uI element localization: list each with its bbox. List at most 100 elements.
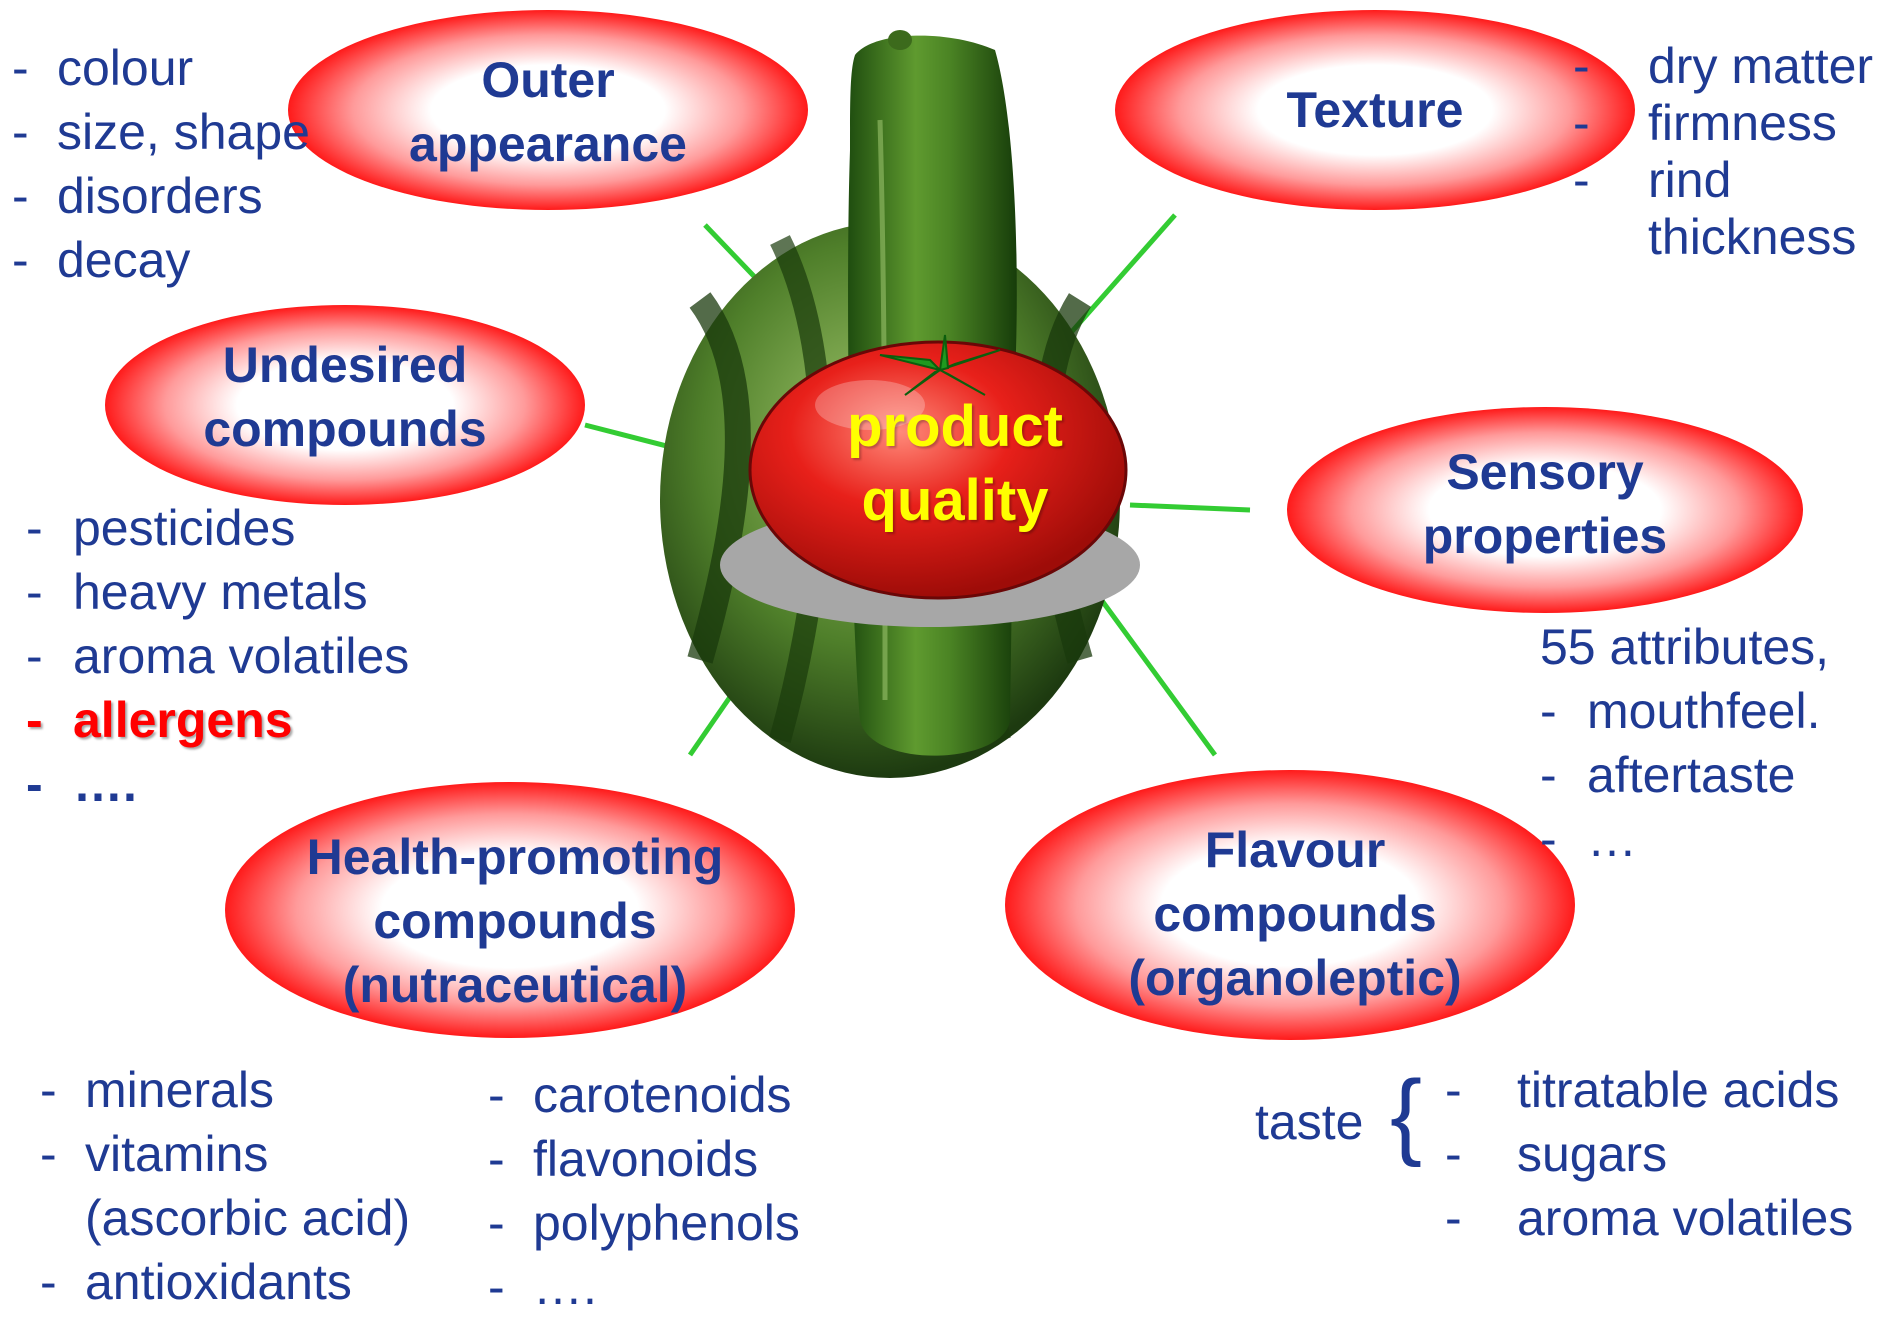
list-item: -polyphenols: [488, 1191, 800, 1255]
list-item-text: mouthfeel.: [1587, 679, 1820, 743]
texture-title: Texture: [1235, 78, 1515, 142]
list-item-text: disorders: [57, 164, 263, 228]
bullet-dash: -: [488, 1191, 533, 1255]
list-item-text: titratable acids: [1517, 1058, 1839, 1122]
undesired-compounds-list: -pesticides -heavy metals -aroma volatil…: [26, 496, 409, 816]
bullet-dash: -: [26, 560, 73, 624]
list-item-text: polyphenols: [533, 1191, 800, 1255]
bullet-spacer: [1573, 209, 1648, 266]
outer-title-line2: appearance: [388, 112, 708, 176]
bullet-dash: -: [1445, 1058, 1517, 1122]
center-label-line2: quality: [820, 464, 1090, 538]
sensory-title-line2: properties: [1395, 504, 1695, 568]
list-item: -rind: [1573, 152, 1873, 209]
bullet-dash: -: [12, 228, 57, 292]
list-item-text: decay: [57, 228, 190, 292]
list-item-text: allergens: [73, 688, 293, 752]
list-item: -dry matter: [1573, 38, 1873, 95]
connector-flavour: [1100, 598, 1215, 755]
undesired-compounds-title: Undesired compounds: [185, 333, 505, 461]
list-item: -colour: [12, 36, 310, 100]
list-item-text: vitamins: [85, 1122, 268, 1186]
list-item: -heavy metals: [26, 560, 409, 624]
bullet-dash: -: [26, 688, 73, 752]
bullet-dash: -: [12, 36, 57, 100]
health-promoting-list-right: -carotenoids -flavonoids -polyphenols -……: [488, 1063, 800, 1319]
health-title-line1: Health-promoting: [275, 825, 755, 889]
list-item-text: firmness: [1648, 95, 1837, 152]
list-item: -decay: [12, 228, 310, 292]
taste-label-text: taste: [1255, 1094, 1363, 1150]
list-item: -disorders: [12, 164, 310, 228]
flavour-title-line3: (organoleptic): [1100, 946, 1490, 1010]
list-item: -vitamins: [40, 1122, 410, 1186]
list-item-text: sugars: [1517, 1122, 1667, 1186]
bullet-dash: -: [1573, 38, 1648, 95]
brace-icon: {: [1390, 1061, 1422, 1168]
bullet-dash: -: [1445, 1122, 1517, 1186]
list-item-text: rind: [1648, 152, 1731, 209]
center-label-line1: product: [820, 390, 1090, 464]
flavour-title-line2: compounds: [1100, 882, 1490, 946]
list-item: -size, shape: [12, 100, 310, 164]
list-item-text: colour: [57, 36, 193, 100]
list-item: (ascorbic acid): [40, 1186, 410, 1250]
list-item-text: 55 attributes,: [1540, 615, 1829, 679]
sensory-intro: 55 attributes,: [1540, 615, 1829, 679]
list-item: -aroma volatiles: [26, 624, 409, 688]
health-title-line3: (nutraceutical): [275, 953, 755, 1017]
list-item-text: carotenoids: [533, 1063, 792, 1127]
undesired-title-line1: Undesired: [185, 333, 505, 397]
list-item-text: flavonoids: [533, 1127, 758, 1191]
list-item: -flavonoids: [488, 1127, 800, 1191]
list-item: -aroma volatiles: [1445, 1186, 1853, 1250]
undesired-title-line2: compounds: [185, 397, 505, 461]
list-item-text: antioxidants: [85, 1250, 352, 1314]
list-item: -carotenoids: [488, 1063, 800, 1127]
list-item: thickness: [1573, 209, 1873, 266]
bullet-dash: -: [1540, 743, 1587, 807]
bullet-dash: -: [40, 1122, 85, 1186]
list-item-text: ….: [73, 752, 137, 816]
list-item: -minerals: [40, 1058, 410, 1122]
health-promoting-title: Health-promoting compounds (nutraceutica…: [275, 825, 755, 1017]
center-label: product quality: [820, 390, 1090, 538]
list-item-text: thickness: [1648, 209, 1856, 266]
list-item: -antioxidants: [40, 1250, 410, 1314]
list-item: -pesticides: [26, 496, 409, 560]
bullet-dash: -: [1445, 1186, 1517, 1250]
list-item-text: (ascorbic acid): [85, 1186, 410, 1250]
sensory-properties-title: Sensory properties: [1395, 440, 1695, 568]
bullet-dash: -: [488, 1255, 533, 1319]
bullet-dash: -: [488, 1127, 533, 1191]
list-item: -….: [26, 752, 409, 816]
bullet-dash: -: [1540, 679, 1587, 743]
list-item-text: dry matter: [1648, 38, 1873, 95]
outer-title-line1: Outer: [388, 48, 708, 112]
list-item: -firmness: [1573, 95, 1873, 152]
flavour-compounds-title: Flavour compounds (organoleptic): [1100, 818, 1490, 1010]
bullet-spacer: [40, 1186, 85, 1250]
bullet-dash: -: [488, 1063, 533, 1127]
connector-sensory: [1130, 505, 1250, 510]
flavour-compounds-list: -titratable acids -sugars -aroma volatil…: [1445, 1058, 1853, 1250]
flavour-title-line1: Flavour: [1100, 818, 1490, 882]
list-item-text: aroma volatiles: [1517, 1186, 1853, 1250]
list-item: -aftertaste: [1540, 743, 1829, 807]
list-item: -titratable acids: [1445, 1058, 1853, 1122]
bullet-dash: -: [12, 100, 57, 164]
texture-list: -dry matter -firmness -rind thickness: [1573, 38, 1873, 266]
bullet-dash: -: [26, 752, 73, 816]
outer-appearance-list: -colour -size, shape -disorders -decay: [12, 36, 310, 292]
taste-brace: {: [1390, 1060, 1422, 1170]
list-item-text: aftertaste: [1587, 743, 1795, 807]
bullet-dash: -: [26, 624, 73, 688]
sensory-title-line1: Sensory: [1395, 440, 1695, 504]
list-item-text: heavy metals: [73, 560, 368, 624]
list-item-text: minerals: [85, 1058, 274, 1122]
bullet-dash: -: [1573, 152, 1648, 209]
texture-title-line1: Texture: [1235, 78, 1515, 142]
health-promoting-list-left: -minerals -vitamins (ascorbic acid) -ant…: [40, 1058, 410, 1314]
bullet-dash: -: [40, 1250, 85, 1314]
list-item-text: …: [1587, 807, 1637, 871]
